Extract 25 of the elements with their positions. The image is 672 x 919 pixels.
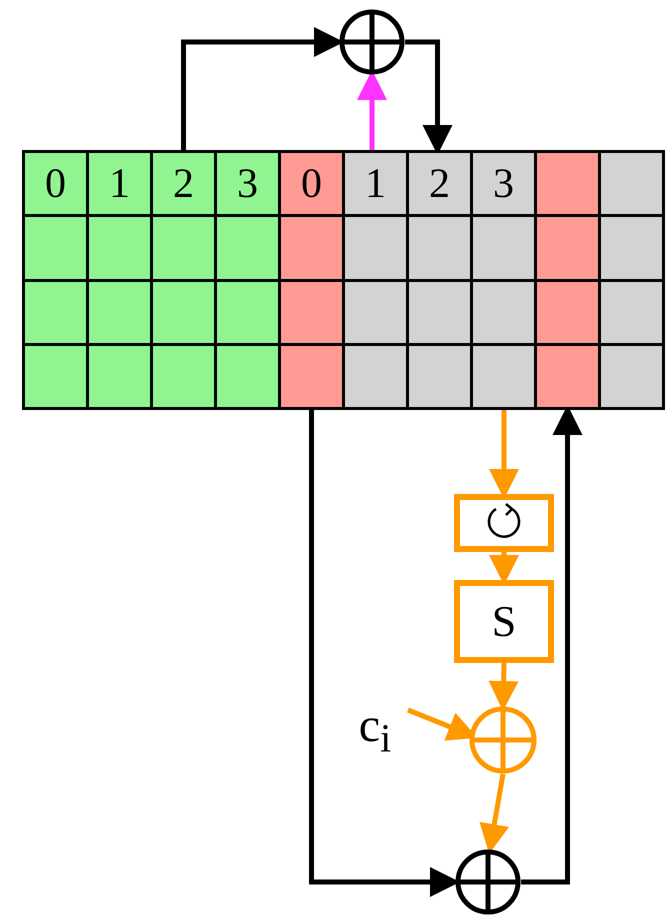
grid-cell bbox=[86, 214, 153, 282]
rotate-box bbox=[454, 494, 554, 552]
cell-text: 1 bbox=[109, 162, 130, 205]
constant-label: c$_{i}$ bbox=[340, 700, 410, 760]
cell-text: 2 bbox=[173, 162, 194, 205]
xor-circle bbox=[339, 9, 405, 75]
xor-circle bbox=[455, 849, 521, 915]
cell-text: 0 bbox=[301, 162, 322, 205]
sbox bbox=[454, 580, 554, 663]
grid-cell bbox=[22, 214, 89, 282]
sbox-label: S bbox=[492, 600, 516, 644]
grid-cell bbox=[150, 214, 217, 282]
cell-text: 3 bbox=[493, 162, 514, 205]
cell-text: 0 bbox=[45, 162, 66, 205]
grid-cell bbox=[470, 214, 537, 282]
grid-cell bbox=[342, 214, 409, 282]
grid-cell bbox=[534, 214, 601, 282]
grid-cell bbox=[214, 214, 281, 282]
cell-text: 2 bbox=[429, 162, 450, 205]
cell-text: 3 bbox=[237, 162, 258, 205]
cell-text: 1 bbox=[365, 162, 386, 205]
grid-cell bbox=[598, 214, 665, 282]
grid-cell bbox=[278, 214, 345, 282]
xor-circle bbox=[469, 706, 537, 774]
grid-cell bbox=[406, 214, 473, 282]
